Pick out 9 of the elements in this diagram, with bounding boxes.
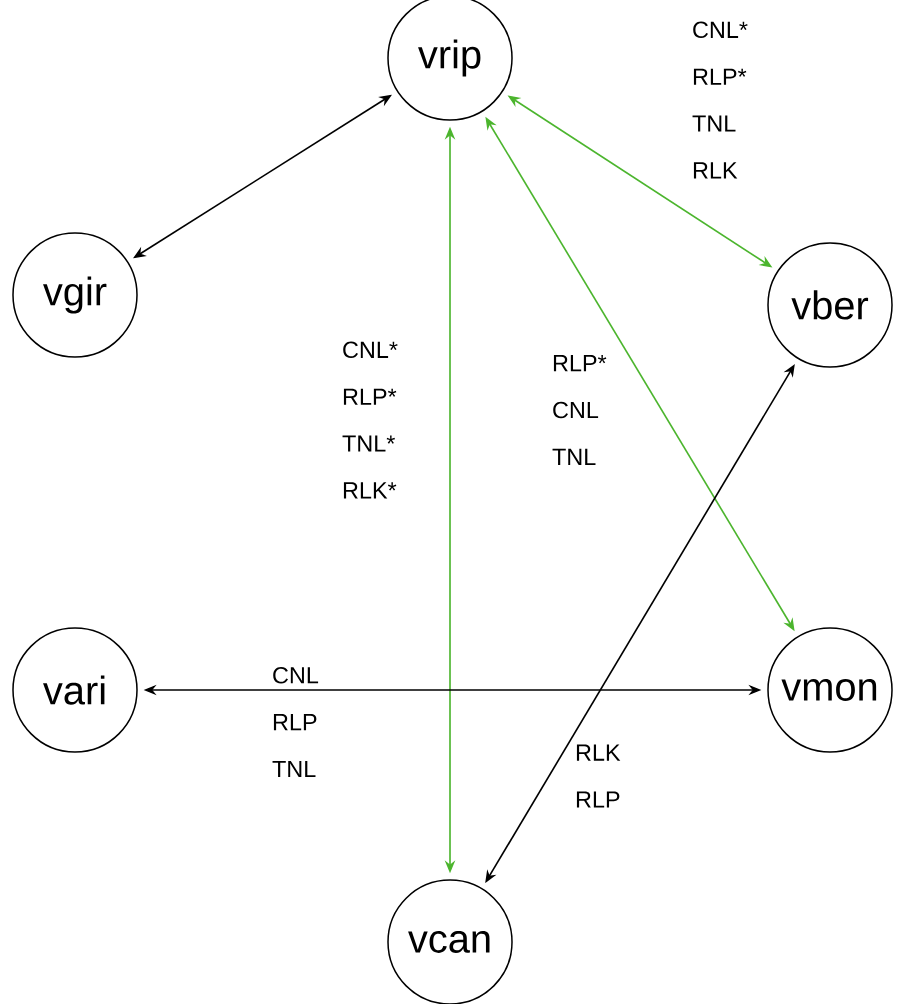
- edge-label: CNL* RLP* TNL RLK: [692, 21, 748, 179]
- edge-label: RLK RLP: [576, 744, 621, 808]
- edge-label: RLP* CNL TNL: [552, 355, 607, 465]
- circle-node: vari: [12, 627, 138, 753]
- circle-node: vmon: [767, 627, 893, 753]
- circle-node: vgir: [12, 232, 138, 358]
- edge-label: CNL RLP TNL: [272, 666, 319, 778]
- circle-node: vber: [767, 242, 893, 368]
- edge-label: CNL* RLP* TNL* RLK*: [342, 341, 398, 499]
